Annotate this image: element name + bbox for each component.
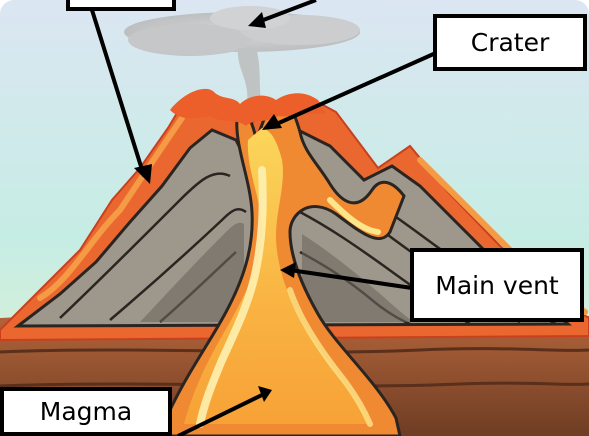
magma-label-text: Magma — [40, 397, 132, 426]
crater-label-text: Crater — [471, 28, 550, 57]
crater-label: Crater — [433, 14, 587, 71]
main-vent-label: Main vent — [410, 248, 584, 322]
main-vent-label-text: Main vent — [435, 271, 558, 300]
magma-label: Magma — [0, 387, 172, 436]
top-left-label-box — [66, 0, 176, 11]
